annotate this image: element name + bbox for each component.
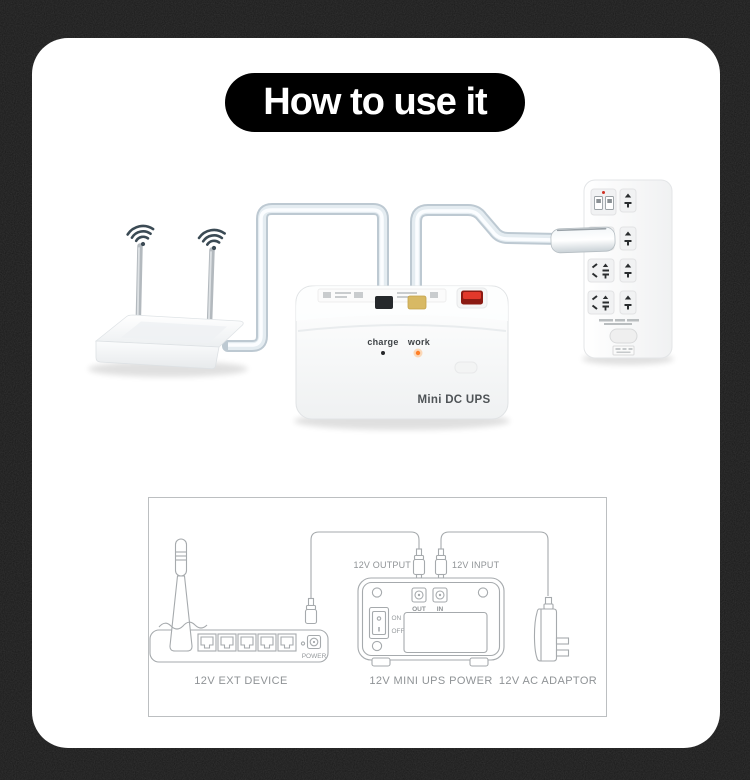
switch-off-label: OFF [392, 628, 405, 635]
ups-foot [469, 657, 489, 667]
ups-side-button [454, 361, 478, 374]
diagram-output-plug [412, 548, 426, 579]
adaptor-prong [555, 649, 570, 657]
mini-dc-ups: charge work Mini DC UPS [295, 285, 509, 420]
diagram-rocker-switch [368, 606, 390, 640]
ups-output-port [375, 296, 393, 309]
usb-indicator-led [602, 191, 605, 194]
inserted-plug [550, 226, 616, 254]
work-led [415, 350, 421, 356]
router-front-face [95, 340, 220, 370]
diagram-dc-plug [304, 597, 318, 625]
diagram-cable-input [440, 531, 549, 596]
diagram-input-plug [434, 548, 448, 579]
ext-device-caption: 12V EXT DEVICE [194, 675, 287, 687]
diagram-ups-unit: ON OFF OUT IN [357, 577, 505, 667]
output-label: 12V OUTPUT [353, 560, 411, 570]
power-strip [550, 179, 673, 359]
strip-print-text [599, 319, 639, 325]
diagram-ext-device: POWER [149, 538, 329, 663]
charge-label: charge [367, 337, 398, 347]
strip-rating-label [612, 345, 635, 356]
router-to-ups-cable [222, 203, 389, 352]
diagram-lan-ports [197, 633, 297, 652]
charge-led [381, 351, 385, 355]
page-title: How to use it [225, 73, 525, 132]
usb-ports [590, 188, 617, 216]
content-card: How to use it [32, 38, 720, 748]
adaptor-caption: 12V AC ADAPTOR [499, 675, 597, 687]
socket-column-right [619, 188, 637, 315]
input-label: 12V INPUT [452, 560, 500, 570]
wifi-icon [197, 228, 226, 251]
diagram-antenna [158, 538, 208, 652]
ups-model-label: Mini DC UPS [418, 394, 491, 406]
switch-on-label: ON [392, 615, 402, 622]
diagram-out-jack [411, 587, 427, 603]
diagram-border [148, 497, 607, 717]
ups-foot [371, 657, 391, 667]
ups-input-port [407, 295, 427, 310]
strip-power-switch [609, 328, 638, 344]
power-port-label: POWER [302, 653, 327, 660]
wifi-router [94, 224, 244, 370]
ups-to-strip-cable [410, 204, 566, 306]
page-title-text: How to use it [263, 81, 487, 123]
ups-caption: 12V MINI UPS POWER [369, 675, 492, 687]
jack-in-label: IN [437, 606, 444, 613]
usage-photo-scene: charge work Mini DC UPS [88, 179, 674, 430]
reset-hole [300, 641, 306, 646]
diagram-power-jack [306, 634, 322, 650]
diagram-cable-output [310, 531, 420, 600]
wifi-icon [126, 224, 155, 247]
diagram-ac-adaptor [533, 596, 570, 662]
diagram-in-jack [432, 587, 448, 603]
ups-spec-label [317, 288, 447, 303]
jack-out-label: OUT [412, 606, 426, 613]
wiring-diagram: POWER 12V EXT DEVICE 12V OUTPUT 12V INPU… [148, 497, 607, 717]
work-label: work [407, 337, 431, 347]
ups-power-switch [456, 287, 488, 309]
adaptor-prong [555, 637, 570, 645]
battery-compartment [403, 611, 488, 654]
